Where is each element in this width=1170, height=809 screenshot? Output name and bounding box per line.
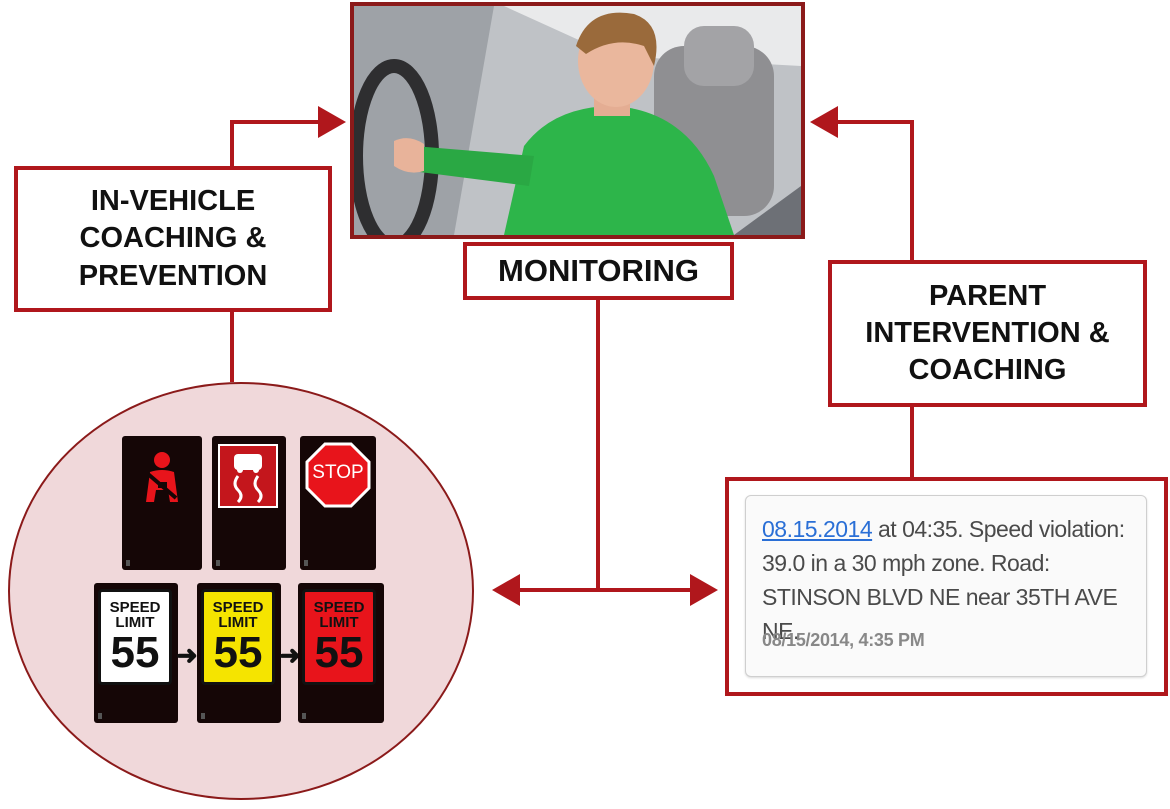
arrow-right-icon: ➜	[176, 640, 198, 670]
screen-footer-icons	[216, 552, 258, 558]
speed-sign-line2: LIMIT	[319, 614, 359, 631]
label-line: PARENT	[928, 279, 1047, 312]
monitoring-text: MONITORING	[498, 253, 699, 289]
label-line: IN-VEHICLE	[90, 185, 256, 218]
seatbelt-icon	[146, 452, 178, 502]
speed-sign-line1: SPEED	[212, 599, 264, 616]
speed-limit-screen-yellow: SPEED LIMIT 55	[197, 583, 281, 723]
label-line: COACHING	[908, 354, 1067, 387]
label-line: INTERVENTION &	[865, 316, 1110, 349]
label-line: PREVENTION	[78, 259, 268, 292]
speed-sign-number: 55	[213, 628, 263, 677]
driver-photo	[350, 2, 805, 239]
emergency-call-tag	[98, 713, 102, 719]
notification-timestamp: 08/15/2014, 4:35 PM	[762, 630, 925, 650]
speed-sign-line2: LIMIT	[218, 614, 258, 631]
label-line: COACHING &	[79, 222, 267, 255]
connector-coaching-to-monitoring	[230, 106, 346, 168]
emergency-call-tag	[216, 560, 220, 566]
speed-sign-number: 55	[314, 628, 364, 677]
emergency-call-tag	[302, 713, 306, 719]
speed-limit-screen-red: SPEED LIMIT 55	[298, 583, 384, 723]
emergency-call-tag	[126, 560, 130, 566]
screen-footer-icons	[304, 552, 346, 558]
speed-sign-line1: SPEED	[109, 599, 161, 616]
in-vehicle-coaching-label: IN-VEHICLE COACHING & PREVENTION	[14, 166, 332, 312]
screen-footer-icons	[126, 552, 168, 558]
speed-sign-line2: LIMIT	[115, 614, 155, 631]
notification-body: at 04:35. Speed violation: 39.0 in a 30 …	[762, 516, 1125, 644]
connector-parent-to-monitoring	[810, 106, 914, 262]
parent-intervention-label: PARENT INTERVENTION & COACHING	[828, 260, 1147, 407]
notification-date-link[interactable]: 08.15.2014	[762, 516, 873, 542]
monitoring-label: MONITORING	[463, 242, 734, 300]
speed-limit-screen-white: SPEED LIMIT 55	[94, 583, 178, 723]
stop-sign-icon: STOP	[305, 442, 371, 508]
parent-notification-frame: 08.15.2014 at 04:35. Speed violation: 39…	[725, 477, 1168, 696]
speed-limit-sign: SPEED LIMIT 55	[201, 589, 275, 685]
slippery-road-alert-screen	[212, 436, 286, 570]
slippery-road-icon	[218, 444, 278, 508]
notification-message: 08.15.2014 at 04:35. Speed violation: 39…	[762, 512, 1142, 648]
arrow-right-icon: ➜	[279, 640, 301, 670]
emergency-call-tag	[304, 560, 308, 566]
speed-sign-line1: SPEED	[313, 599, 365, 616]
notification-card[interactable]: 08.15.2014 at 04:35. Speed violation: 39…	[745, 495, 1147, 677]
speed-limit-sign: SPEED LIMIT 55	[302, 589, 376, 685]
stop-alert-screen: STOP	[300, 436, 376, 570]
emergency-call-tag	[201, 713, 205, 719]
seatbelt-alert-screen	[122, 436, 202, 570]
stop-sign-text: STOP	[312, 462, 364, 483]
speed-limit-sign: SPEED LIMIT 55	[98, 589, 172, 685]
speed-sign-number: 55	[110, 628, 160, 677]
driver-illustration	[354, 6, 801, 235]
